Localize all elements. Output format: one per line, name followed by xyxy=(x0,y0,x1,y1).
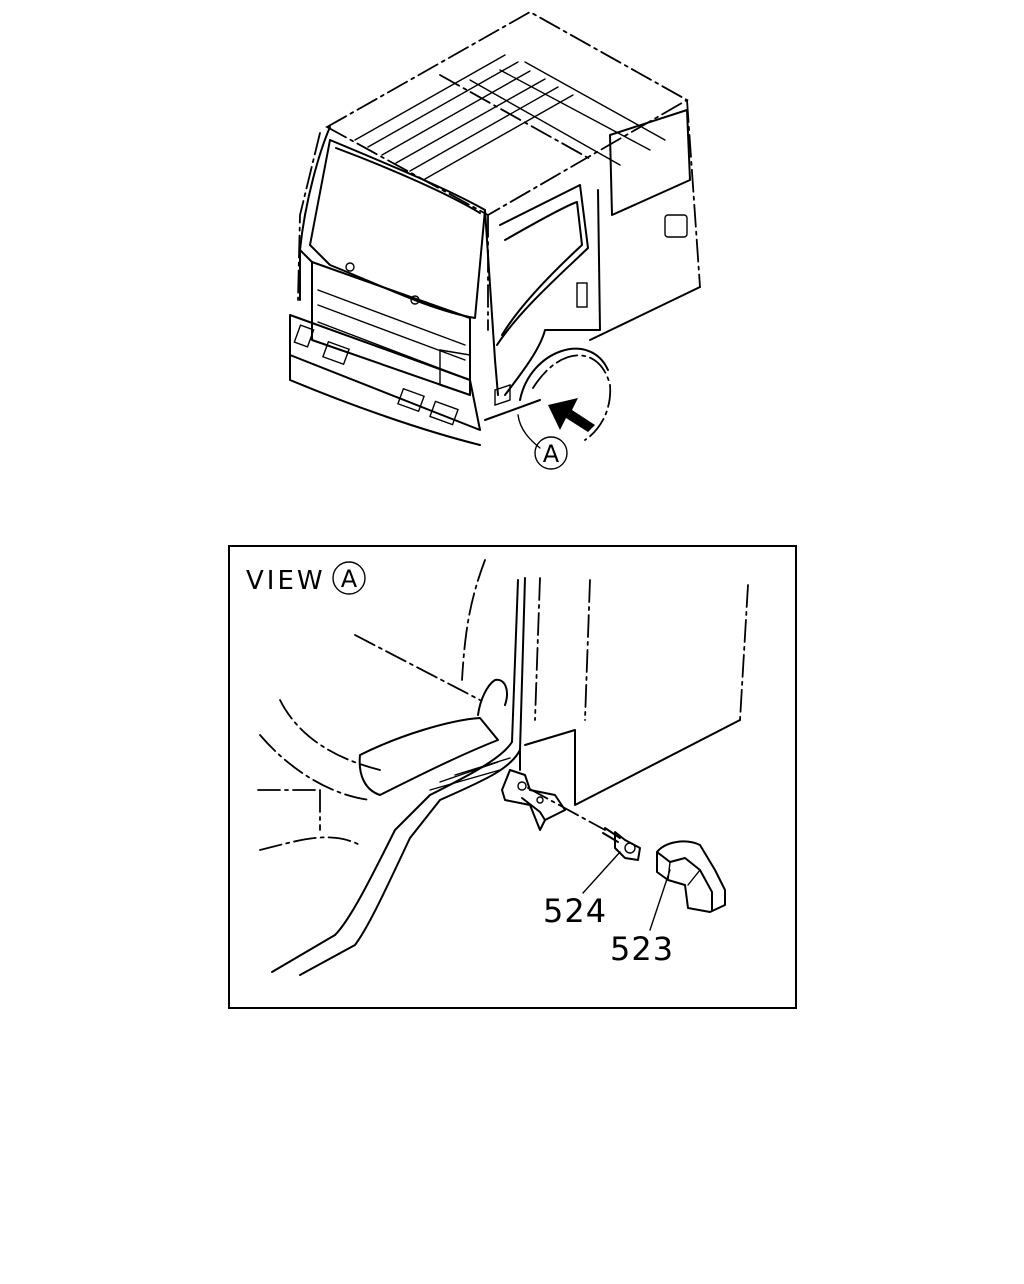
part-number-523: 523 xyxy=(610,930,674,968)
view-a-callout-label: A xyxy=(341,565,358,593)
part-labels: 524 523 xyxy=(543,892,674,968)
view-a-title: VIEW A xyxy=(246,561,366,596)
view-a-drawing xyxy=(257,559,749,976)
view-a-frame xyxy=(228,545,797,1009)
view-a-title-text: VIEW xyxy=(246,566,326,596)
truck-cab-overview xyxy=(289,10,701,449)
bolt-524 xyxy=(602,827,641,861)
overview-callout-label: A xyxy=(543,440,560,468)
pad-523 xyxy=(656,840,726,913)
part-number-524: 524 xyxy=(543,892,607,930)
overview-callout: A xyxy=(534,436,568,470)
